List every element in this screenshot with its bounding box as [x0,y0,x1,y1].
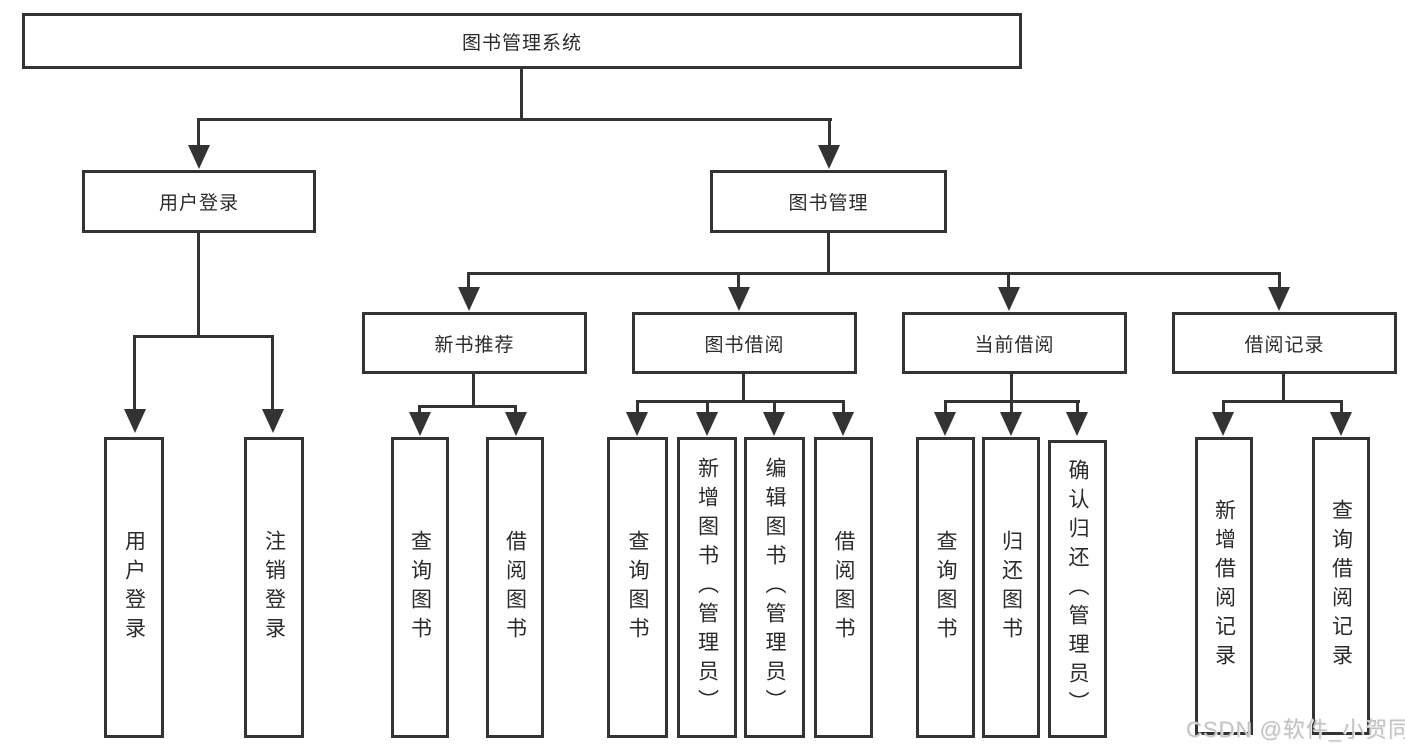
connector-user-login-horizontal [133,335,274,338]
leaf-add-book-admin: 新增图书（管理员） [677,437,737,738]
leaf-borrow-book-borrow: 借阅图书 [814,437,873,738]
leaf-add-book-admin-label: 新增图书（管理员） [695,457,719,718]
arrow-to-return-book-icon [1000,412,1022,436]
leaf-borrow-book-borrow-label: 借阅图书 [832,529,855,646]
connector-root-down [520,68,523,120]
connector-stub-query-record [1340,400,1343,412]
arrow-to-query-book-borrow-icon [626,412,648,436]
leaf-query-book-borrow: 查询图书 [607,437,668,738]
node-new-book-rec: 新书推荐 [362,312,587,374]
connector-stub-current-borrow [1007,272,1010,287]
leaf-query-book-current: 查询图书 [916,437,975,738]
leaf-confirm-return-admin: 确认归还（管理员） [1048,440,1107,738]
connector-root-horizontal [198,118,832,121]
leaf-add-borrow-record-label: 新增借阅记录 [1212,499,1236,673]
arrow-to-add-record-icon [1212,412,1234,436]
leaf-user-login: 用户登录 [104,437,164,738]
node-borrow-records: 借阅记录 [1172,312,1397,374]
node-book-borrow-label: 图书借阅 [704,334,785,356]
node-root-system: 图书管理系统 [22,13,1022,69]
connector-stub-query-book-borrow [636,400,639,412]
leaf-query-book-current-label: 查询图书 [934,529,957,646]
node-user-login-label: 用户登录 [158,193,239,214]
leaf-edit-book-admin: 编辑图书（管理员） [744,437,805,738]
node-current-borrow-label: 当前借阅 [974,334,1055,356]
connector-borrow-records-horizontal [1222,400,1343,403]
arrow-to-book-mgmt-icon [818,145,840,169]
connector-stub-user-login [197,118,200,147]
connector-stub-borrow-records [1278,272,1281,287]
arrow-to-user-login-leaf-icon [124,409,146,433]
connector-stub-return-book [1010,400,1013,412]
connector-stub-logout [271,335,274,409]
connector-stub-query-book-rec [418,405,421,412]
leaf-borrow-book-rec-label: 借阅图书 [503,529,527,646]
node-book-mgmt: 图书管理 [710,170,947,233]
csdn-watermark: CSDN @软件_小贺同学 [1186,717,1405,742]
arrow-to-borrow-book-borrow-icon [832,412,854,436]
arrow-to-add-book-icon [696,412,718,436]
connector-stub-edit-book [773,400,776,412]
connector-stub-add-record [1222,400,1225,412]
connector-book-mgmt-horizontal [467,272,1281,275]
connector-book-borrow-down [742,374,745,400]
arrow-to-confirm-return-icon [1066,412,1088,436]
leaf-confirm-return-admin-label: 确认归还（管理员） [1066,458,1089,720]
connector-stub-confirm-return [1076,400,1079,412]
leaf-logout-label: 注销登录 [262,529,286,646]
leaf-query-book-borrow-label: 查询图书 [626,529,649,646]
connector-current-borrow-down [1010,374,1013,400]
connector-stub-new-book-rec [467,272,470,287]
connector-book-borrow-horizontal [636,400,845,403]
arrow-to-current-borrow-icon [998,287,1020,311]
node-current-borrow: 当前借阅 [902,312,1127,374]
leaf-return-book: 归还图书 [982,437,1040,738]
arrow-to-new-book-rec-icon [458,287,480,311]
arrow-to-user-login-icon [188,145,210,169]
arrow-to-logout-icon [262,409,284,433]
node-root-label: 图书管理系统 [461,32,582,54]
connector-user-login-down [197,233,200,335]
node-book-mgmt-label: 图书管理 [788,193,869,214]
leaf-edit-book-admin-label: 编辑图书（管理员） [763,457,786,718]
arrow-to-book-borrow-icon [728,287,750,311]
connector-stub-book-mgmt [828,118,831,147]
connector-stub-query-book-current [944,400,947,412]
arrow-to-query-book-current-icon [934,412,956,436]
leaf-query-book-rec-label: 查询图书 [408,529,432,646]
connector-stub-book-borrow [737,272,740,287]
node-user-login: 用户登录 [82,170,316,233]
connector-new-book-rec-horizontal [418,405,517,408]
leaf-query-borrow-record: 查询借阅记录 [1312,437,1370,735]
connector-stub-user-login-leaf [133,335,136,409]
arrow-to-borrow-records-icon [1268,287,1290,311]
connector-stub-borrow-book-rec [514,405,517,412]
node-new-book-rec-label: 新书推荐 [434,334,515,356]
node-book-borrow: 图书借阅 [632,312,857,374]
leaf-user-login-label: 用户登录 [122,529,146,646]
leaf-add-borrow-record: 新增借阅记录 [1195,437,1253,735]
connector-stub-add-book [706,400,709,412]
arrow-to-borrow-book-rec-icon [505,412,527,436]
connector-borrow-records-down [1282,374,1285,400]
connector-new-book-rec-down [472,374,475,405]
arrow-to-edit-book-icon [763,412,785,436]
arrow-to-query-book-rec-icon [409,412,431,436]
node-borrow-records-label: 借阅记录 [1244,334,1325,356]
leaf-return-book-label: 归还图书 [999,529,1023,646]
leaf-logout: 注销登录 [244,437,304,738]
leaf-borrow-book-rec: 借阅图书 [486,437,544,738]
arrow-to-query-record-icon [1330,412,1352,436]
connector-stub-borrow-book-borrow [842,400,845,412]
leaf-query-borrow-record-label: 查询借阅记录 [1329,499,1353,673]
leaf-query-book-rec: 查询图书 [391,437,449,738]
connector-book-mgmt-down [827,233,830,272]
